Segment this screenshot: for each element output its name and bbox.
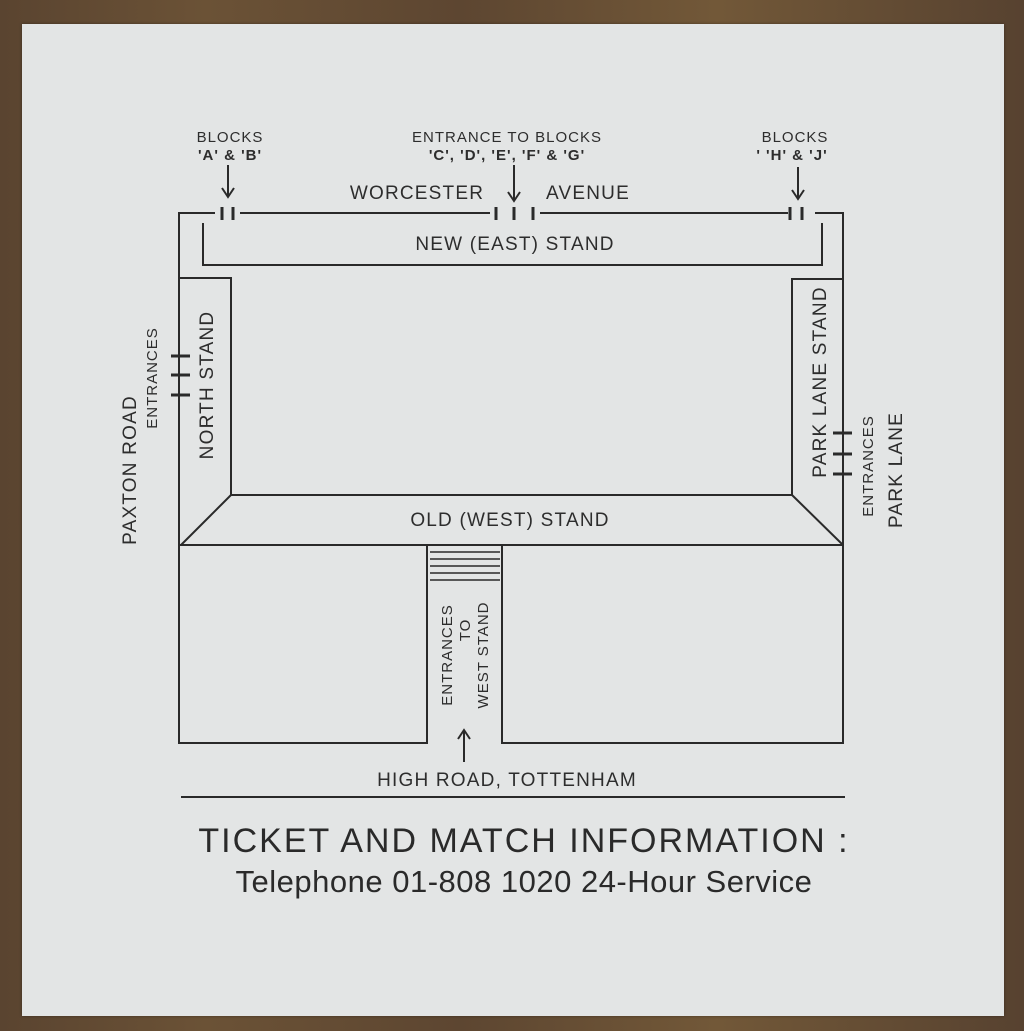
arrow-down-cg-icon	[507, 165, 521, 203]
entrance-marks-parklane	[833, 431, 852, 476]
entrance-marks-hj	[788, 207, 804, 220]
new-east-stand-label: NEW (EAST) STAND	[415, 234, 614, 255]
paxton-road-label: PAXTON ROAD	[120, 395, 141, 545]
blocks-ab-label: BLOCKS	[197, 129, 264, 146]
entrance-marks-ab	[220, 207, 235, 220]
avenue-label: AVENUE	[546, 183, 630, 204]
paxton-entrances-label: ENTRANCES	[144, 327, 161, 429]
entrance-cg-letters: 'C', 'D', 'E', 'F' & 'G'	[429, 147, 585, 164]
high-road-label: HIGH ROAD, TOTTENHAM	[377, 770, 637, 791]
old-west-stand-label: OLD (WEST) STAND	[410, 510, 609, 531]
ticket-info-title: TICKET AND MATCH INFORMATION :	[198, 822, 850, 860]
worcester-label: WORCESTER	[350, 183, 484, 204]
west-entrances-label: ENTRANCES	[439, 604, 456, 706]
west-stand-entrance-label: WEST STAND	[475, 602, 492, 709]
arrow-down-ab-icon	[221, 165, 235, 199]
park-lane-stand-label: PARK LANE STAND	[810, 286, 831, 478]
blocks-hj-letters: ' 'H' & 'J'	[756, 147, 827, 164]
telephone-line: Telephone 01-808 1020 24-Hour Service	[235, 864, 813, 899]
entrance-marks-paxton	[171, 354, 190, 397]
park-lane-entrances-label: ENTRANCES	[860, 415, 877, 517]
arrow-down-hj-icon	[791, 167, 805, 201]
park-lane-label: PARK LANE	[886, 412, 907, 528]
arrow-up-west-icon	[457, 728, 471, 762]
blocks-hj-label: BLOCKS	[762, 129, 829, 146]
west-to-label: TO	[457, 619, 474, 642]
entrance-marks-cg	[494, 207, 535, 220]
stadium-outline	[178, 212, 845, 798]
entrance-cg-label: ENTRANCE TO BLOCKS	[412, 129, 602, 146]
blocks-ab-letters: 'A' & 'B'	[198, 147, 262, 164]
north-stand-label: NORTH STAND	[197, 311, 218, 460]
